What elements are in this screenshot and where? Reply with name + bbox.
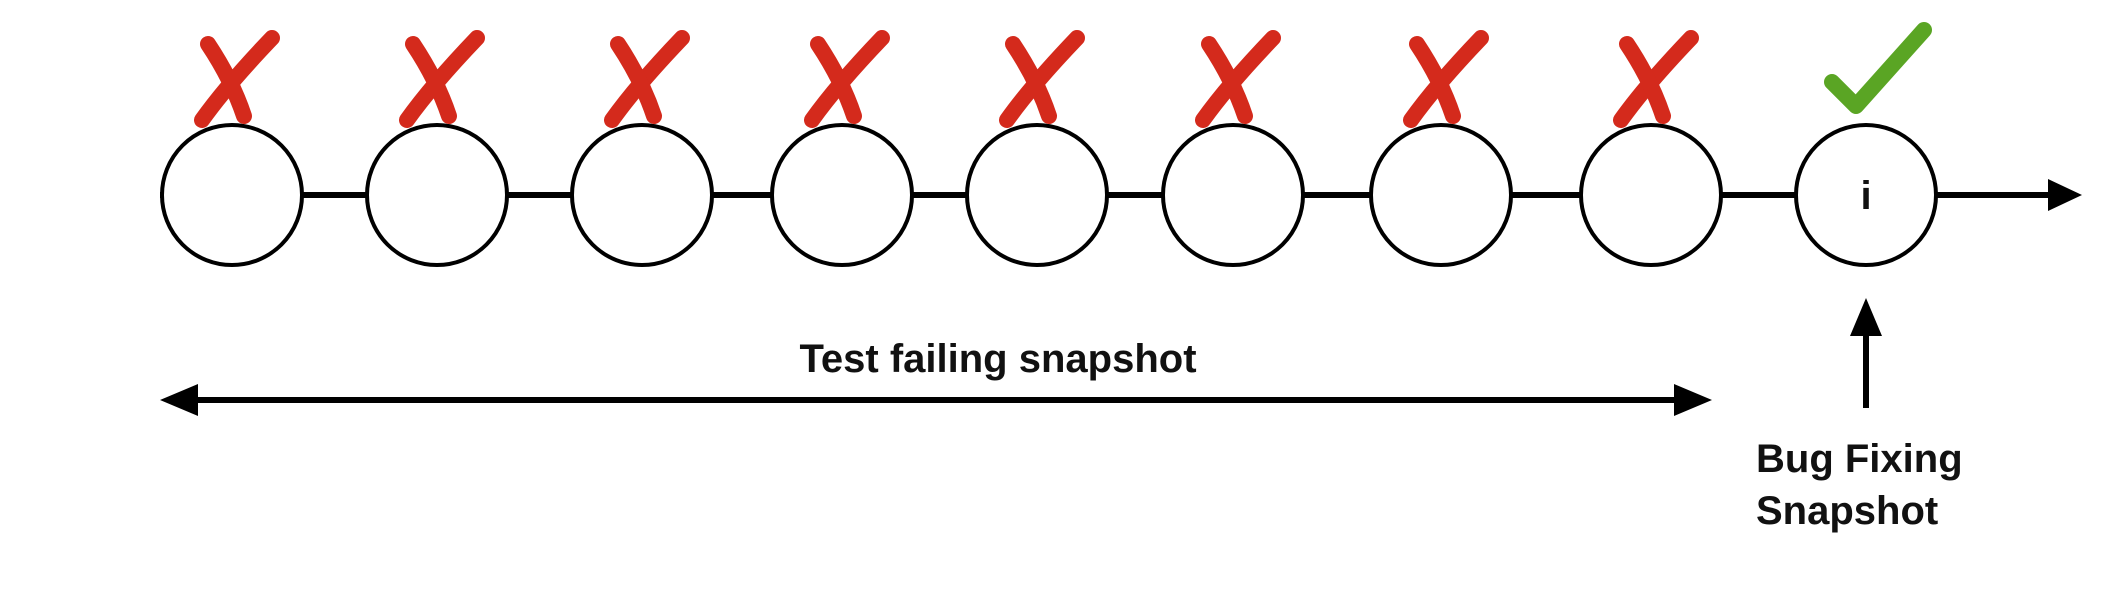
timeline-arrow-head-icon	[2048, 179, 2082, 211]
snapshot-node-7	[1369, 30, 1513, 267]
snapshot-circle	[1369, 123, 1513, 267]
cross-mark-icon	[1613, 30, 1699, 128]
failing-range-arrow-left-head-icon	[160, 384, 198, 416]
snapshot-circle	[570, 123, 714, 267]
cross-mark-icon	[399, 30, 485, 128]
snapshot-node-8	[1579, 30, 1723, 267]
snapshot-node-4	[770, 30, 914, 267]
cross-mark-icon	[1195, 30, 1281, 128]
snapshot-circle	[160, 123, 304, 267]
cross-mark-icon	[804, 30, 890, 128]
snapshot-node-2	[365, 30, 509, 267]
snapshot-circle	[1579, 123, 1723, 267]
snapshot-circle	[365, 123, 509, 267]
check-mark-icon	[1824, 22, 1932, 114]
cross-mark-icon	[194, 30, 280, 128]
snapshot-node-5	[965, 30, 1109, 267]
snapshot-node-9: i	[1794, 22, 1938, 267]
snapshot-node-6	[1161, 30, 1305, 267]
cross-mark-icon	[604, 30, 690, 128]
bug-fix-pointer-arrow-head-icon	[1850, 298, 1882, 336]
failing-range-arrow-right-head-icon	[1674, 384, 1712, 416]
snapshot-node-3	[570, 30, 714, 267]
failing-range-label: Test failing snapshot	[799, 337, 1196, 381]
bug-fix-label-line1: Bug Fixing	[1756, 437, 1963, 481]
snapshot-node-label: i	[1860, 174, 1871, 218]
snapshot-circle	[1161, 123, 1305, 267]
snapshot-node-1	[160, 30, 304, 267]
cross-mark-icon	[1403, 30, 1489, 128]
snapshot-circle	[965, 123, 1109, 267]
snapshot-circle	[770, 123, 914, 267]
cross-mark-icon	[999, 30, 1085, 128]
snapshot-circle	[1794, 123, 1938, 267]
snapshot-nodes: i	[160, 22, 1938, 267]
bug-fix-label-line2: Snapshot	[1756, 489, 1938, 533]
